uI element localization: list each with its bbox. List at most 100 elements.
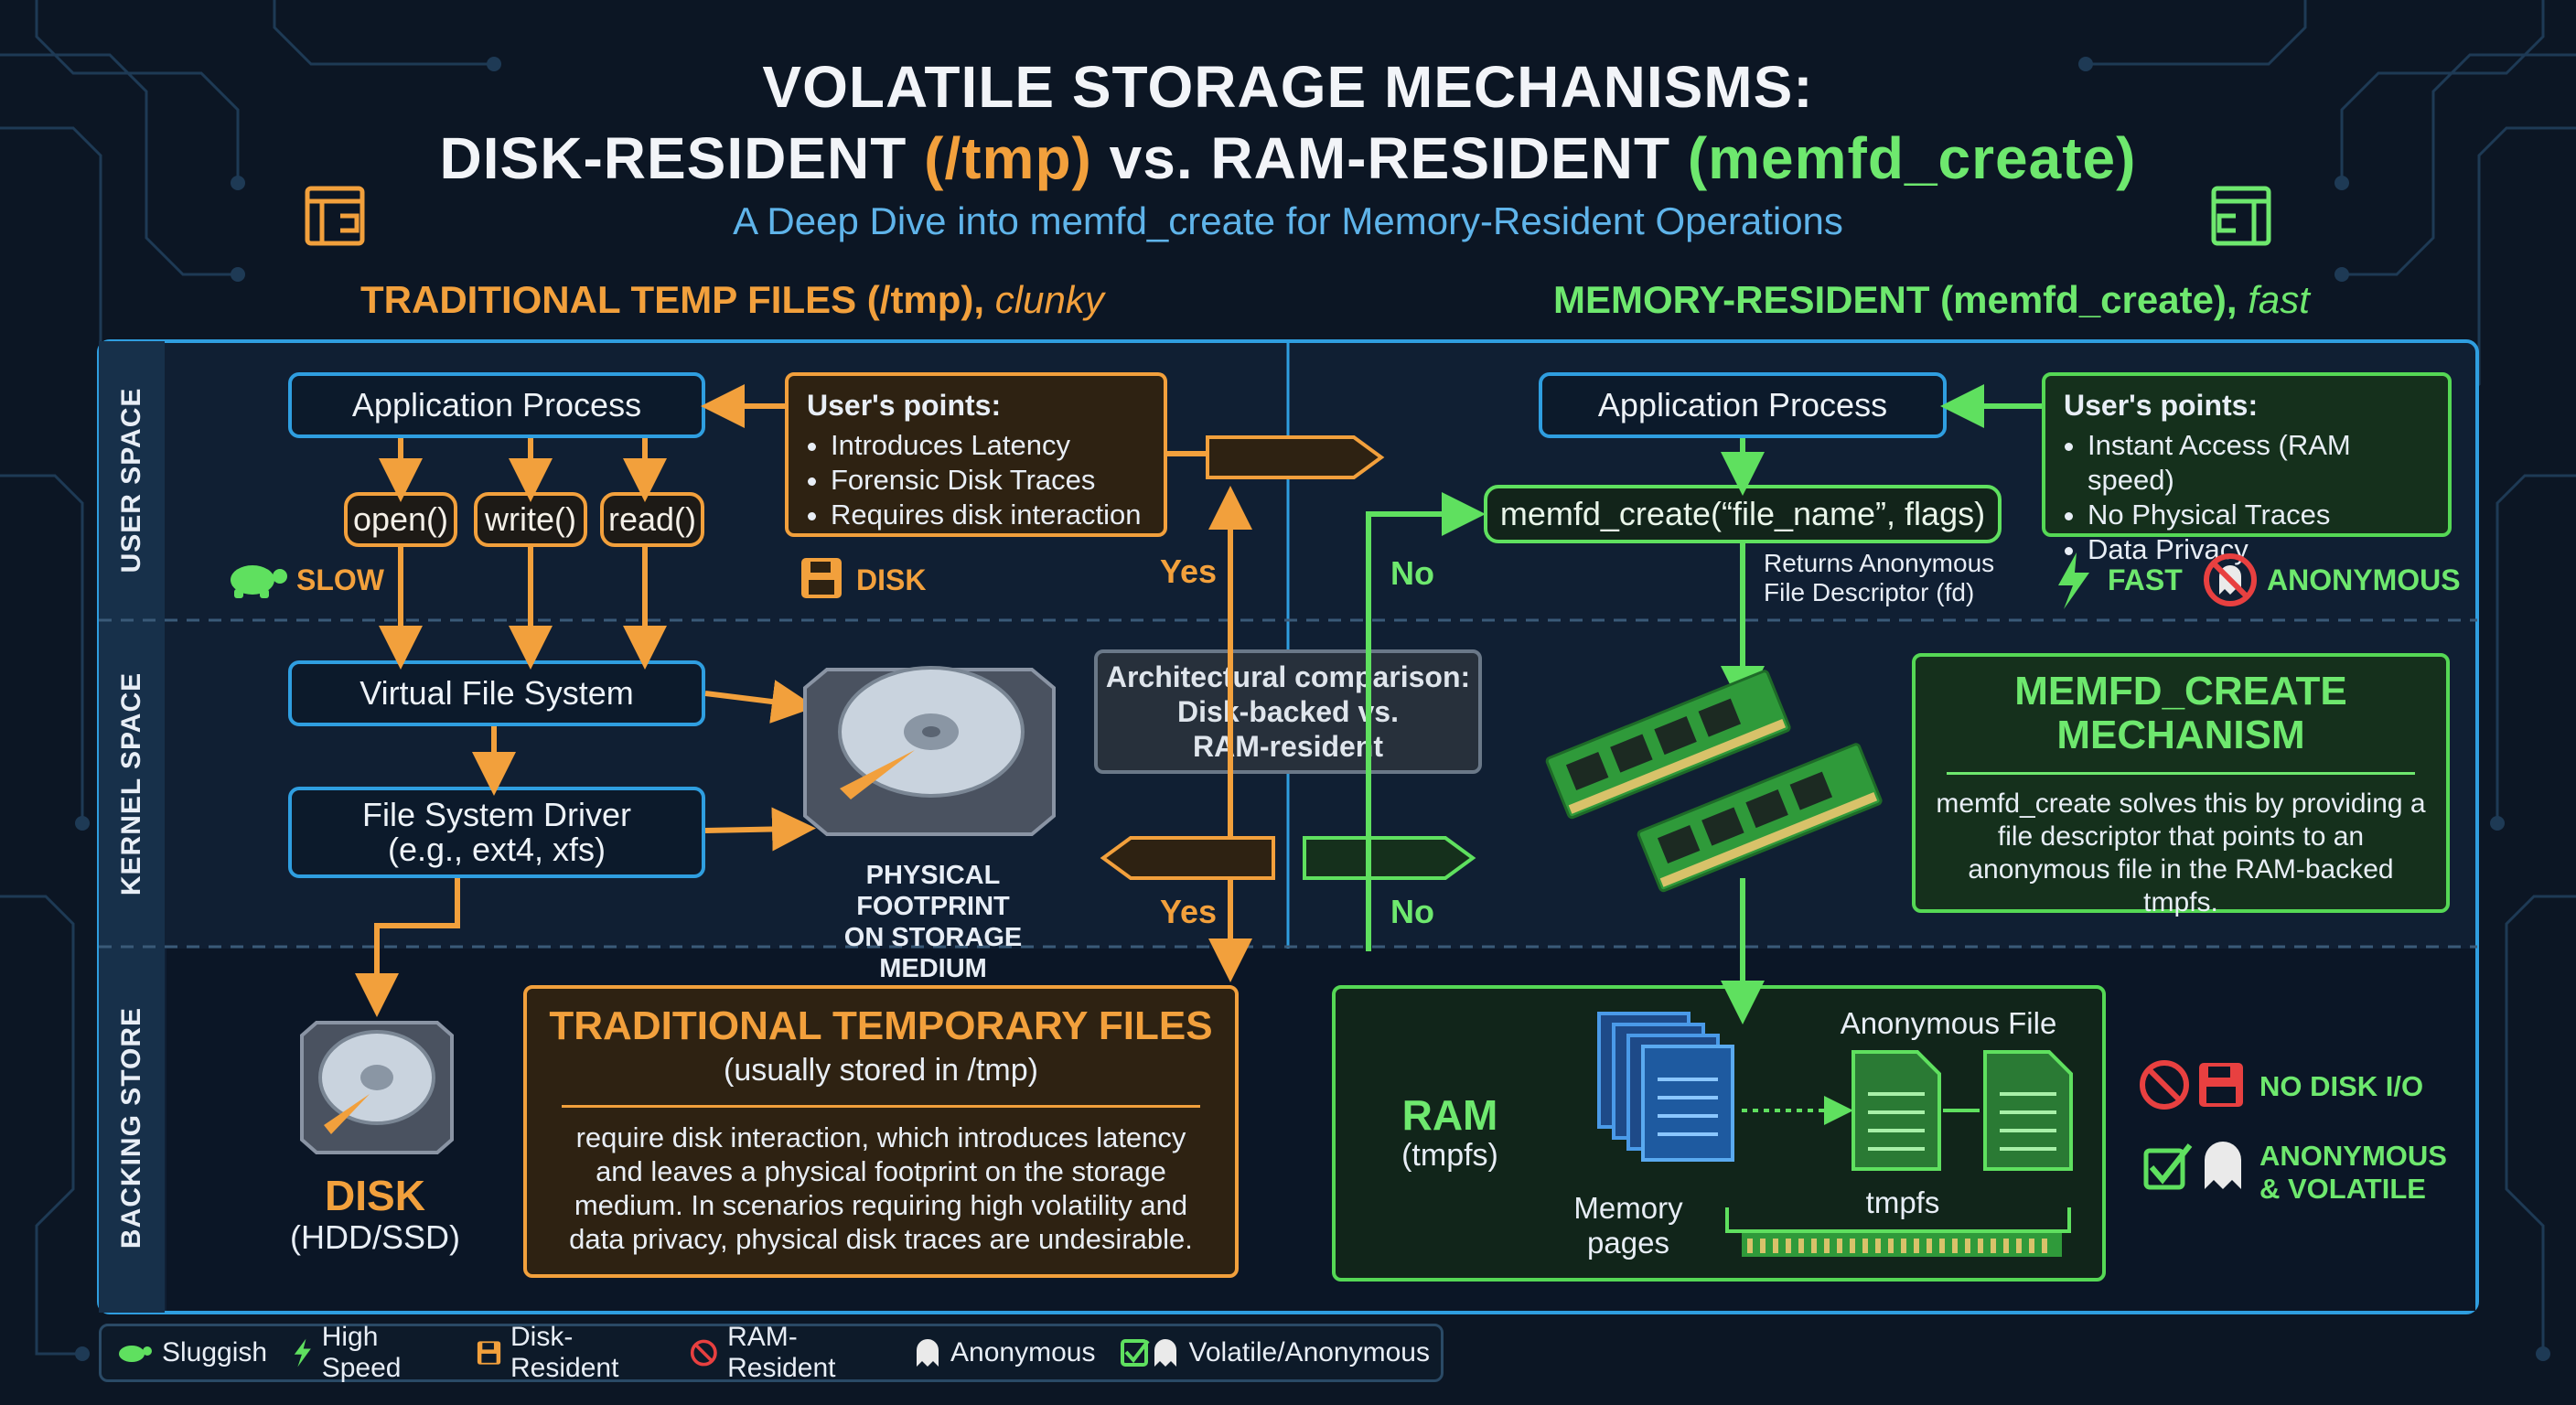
lightning-icon (294, 1338, 311, 1367)
yes-top: Yes (1160, 552, 1218, 590)
title-memfd: (memfd_create) (1687, 125, 2137, 191)
legend-label: High Speed (321, 1322, 402, 1383)
footprint-line-1: PHYSICAL FOOTPRINT (856, 861, 1010, 921)
summary-sub: (usually stored in /tmp) (724, 1053, 1038, 1088)
subtitle: A Deep Dive into memfd_create for Memory… (733, 199, 1843, 242)
title-line-2: DISK-RESIDENT (/tmp) vs. RAM-RESIDENT (m… (0, 124, 2576, 192)
call-read: read() (600, 492, 704, 547)
right-point: Instant Access (RAM speed) (2088, 428, 2430, 498)
slow-label: SLOW (296, 563, 384, 596)
right-point: Data Privacy (2088, 532, 2430, 567)
anonymous-volatile-label: ANONYMOUS & VOLATILE (2259, 1140, 2447, 1206)
left-points-title: User's points: (807, 389, 1002, 422)
left-point: Forensic Disk Traces (831, 463, 1145, 498)
title-ram-resident: vs. RAM-RESIDENT (1109, 125, 1671, 191)
architectural-comparison: Architectural comparison: Disk-backed vs… (1094, 649, 1482, 774)
legend-label: Anonymous (950, 1337, 1096, 1367)
ram-label: RAM (1401, 1091, 1498, 1139)
legend-item-disk-resident: Disk-Resident (477, 1322, 664, 1384)
comparison-line-2: Disk-backed vs. (1177, 695, 1399, 728)
legend-item-ram-resident: RAM-Resident (690, 1322, 888, 1384)
summary-body: require disk interaction, which introduc… (569, 1121, 1193, 1255)
memory-pages-label: Memory pages (1555, 1191, 1701, 1260)
mech-title-line-1: MEMFD_CREATE (2014, 669, 2347, 713)
turtle-icon (119, 1346, 152, 1362)
right-point: No Physical Traces (2088, 498, 2430, 532)
virtual-file-system: Virtual File System (288, 660, 705, 726)
band-kernel-space: KERNEL SPACE (116, 671, 146, 896)
disk-store-label: DISK (325, 1172, 425, 1219)
mech-divider (1947, 772, 2415, 775)
right-heading-text: MEMORY-RESIDENT (memfd_create), (1553, 278, 2238, 321)
left-heading-text: TRADITIONAL TEMP FILES (/tmp), (360, 278, 985, 321)
traditional-temp-files-summary: TRADITIONAL TEMPORARY FILES (usually sto… (523, 985, 1239, 1278)
legend-item-high-speed: High Speed (293, 1322, 451, 1384)
footprint-line-2: ON STORAGE MEDIUM (843, 923, 1023, 983)
driver-line-2: (e.g., ext4, xfs) (387, 831, 606, 868)
right-heading-em: fast (2248, 278, 2310, 321)
summary-divider (562, 1105, 1200, 1108)
anonymous-file-label: Anonymous File (1840, 1006, 2057, 1040)
tmpfs-label: tmpfs (1865, 1185, 1940, 1219)
disk-label: DISK (856, 563, 927, 596)
legend-item-volatile-anonymous: Volatile/Anonymous (1121, 1337, 1430, 1368)
physical-footprint-label: PHYSICAL FOOTPRINT ON STORAGE MEDIUM (787, 860, 1079, 984)
memfd-mechanism: MEMFD_CREATE MECHANISM memfd_create solv… (1912, 653, 2450, 917)
anon-volatile-line-2: & VOLATILE (2259, 1173, 2426, 1205)
left-point: Introduces Latency (831, 428, 1145, 463)
legend-item-anonymous: Anonymous (914, 1337, 1095, 1368)
call-open: open() (344, 492, 457, 547)
anon-volatile-line-1: ANONYMOUS (2259, 1140, 2447, 1172)
no-entry-icon (691, 1339, 718, 1367)
floppy-icon (477, 1341, 501, 1365)
anonymous-label: ANONYMOUS (2267, 563, 2461, 596)
right-points-title: User's points: (2064, 389, 2259, 422)
left-column-heading: TRADITIONAL TEMP FILES (/tmp), clunky (360, 278, 1104, 322)
memory-pages-line-2: pages (1587, 1226, 1669, 1260)
returns-fd-label: Returns Anonymous File Descriptor (fd) (1764, 549, 2002, 607)
chip-icon-right (2211, 186, 2271, 246)
no-top: No (1390, 554, 1434, 592)
left-app-process: Application Process (288, 372, 705, 438)
disk-store-sub: (HDD/SSD) (290, 1218, 460, 1256)
driver-line-1: File System Driver (361, 796, 632, 833)
title-line-1: VOLATILE STORAGE MECHANISMS: (762, 54, 1814, 120)
returns-line-1: Returns Anonymous (1764, 549, 1995, 577)
comparison-line-1: Architectural comparison: (1105, 660, 1471, 693)
legend-label: RAM-Resident (727, 1322, 836, 1383)
right-users-points: User's points: Instant Access (RAM speed… (2042, 372, 2452, 565)
legend-item-sluggish: Sluggish (116, 1337, 267, 1368)
legend-label: Volatile/Anonymous (1188, 1337, 1430, 1367)
yes-bottom: Yes (1160, 893, 1218, 930)
right-column-heading: MEMORY-RESIDENT (memfd_create), fast (1553, 278, 2310, 322)
legend-label: Sluggish (162, 1337, 268, 1367)
title-disk-resident: DISK-RESIDENT (439, 125, 907, 191)
left-users-points: User's points: Introduces Latency Forens… (785, 372, 1167, 537)
right-app-process: Application Process (1539, 372, 1947, 438)
left-point: Requires disk interaction (831, 498, 1145, 532)
call-write: write() (474, 492, 587, 547)
fast-label: FAST (2108, 563, 2183, 596)
left-heading-em: clunky (994, 278, 1104, 321)
summary-title: TRADITIONAL TEMPORARY FILES (549, 1003, 1213, 1048)
traces-label: TRACES? (1317, 842, 1452, 874)
legend: Sluggish High Speed Disk-Resident RAM-Re… (99, 1322, 1444, 1384)
band-backing-store: BACKING STORE (116, 1006, 146, 1249)
comparison-line-3: RAM-resident (1192, 730, 1383, 763)
memfd-create-call: memfd_create(“file_name”, flags) (1484, 485, 2002, 543)
mech-title-line-2: MECHANISM (2056, 713, 2305, 757)
check-ghost-icon (1121, 1339, 1177, 1367)
title-tmp: (/tmp) (924, 125, 1092, 191)
ram-sub: (tmpfs) (1401, 1138, 1498, 1173)
memory-pages-line-1: Memory (1573, 1191, 1683, 1225)
no-bottom: No (1390, 893, 1434, 930)
chip-icon-left (305, 186, 365, 246)
returns-line-2: File Descriptor (fd) (1764, 578, 1975, 606)
disk-io-top-label: DISK I/O? (1225, 441, 1356, 473)
disk-io-bottom-label: DISK I/O? (1136, 842, 1267, 874)
file-system-driver: File System Driver (e.g., ext4, xfs) (288, 787, 705, 878)
band-user-space: USER SPACE (116, 387, 146, 574)
legend-label: Disk-Resident (510, 1322, 619, 1383)
no-disk-io-label: NO DISK I/O (2259, 1070, 2424, 1102)
mech-body: memfd_create solves this by providing a … (1936, 788, 2426, 917)
